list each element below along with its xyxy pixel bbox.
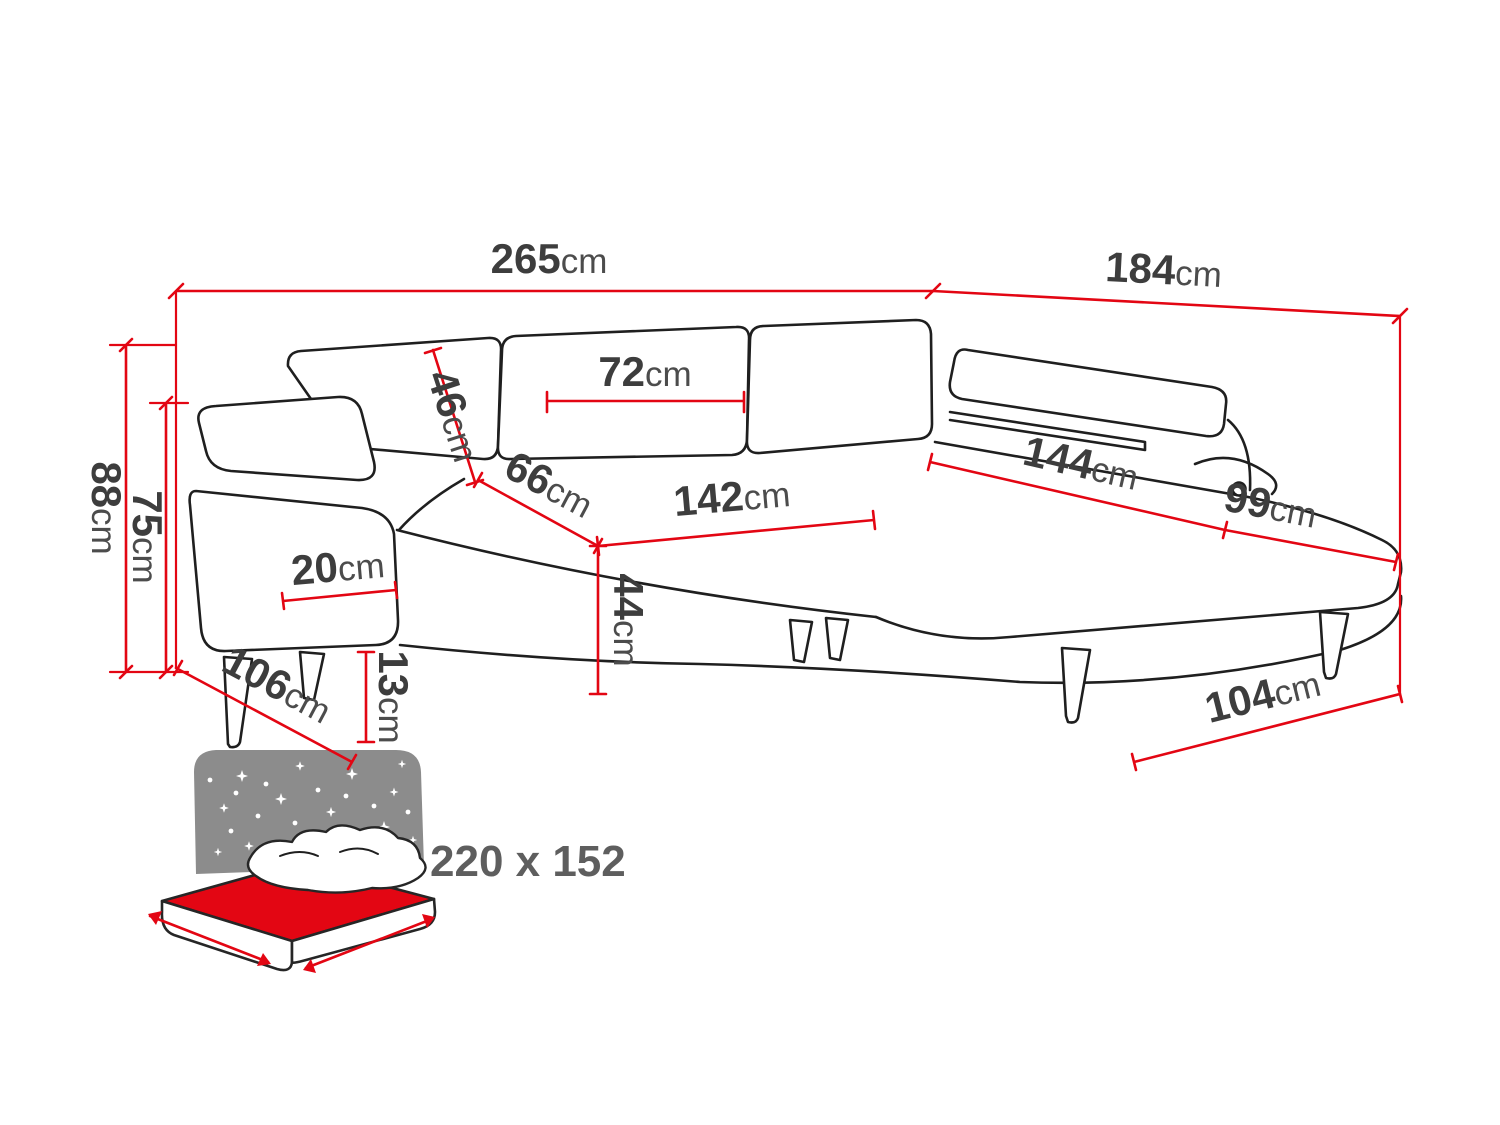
dim-label: 75cm (124, 490, 171, 583)
dim-label: 72cm (598, 348, 691, 395)
width-arrow (148, 911, 271, 966)
mattress-side-right (290, 897, 437, 964)
star-dot-icon (255, 813, 261, 819)
dim-line (158, 395, 174, 680)
star-dot-icon (233, 790, 239, 796)
dim-total-height: 88cm (83, 337, 134, 680)
star-dot-icon (292, 820, 298, 826)
right-headrest-bar (948, 348, 1228, 438)
chaise-back-corner (1226, 418, 1252, 492)
arrowhead-icon (148, 911, 162, 925)
dim-line (931, 289, 1409, 325)
leg-middle-left (788, 618, 814, 664)
dim-back-cushion-width: 72cm (545, 348, 746, 414)
dim-line (356, 650, 376, 744)
dim-line (172, 659, 358, 771)
arrow-line (304, 917, 434, 970)
dim-seat-height: 44cm (588, 544, 652, 696)
armrest-pad (197, 395, 376, 482)
star-dot-icon (263, 781, 269, 787)
dim-label: 44cm (605, 573, 652, 666)
dim-chaise-outer-width: 104cm (1130, 658, 1404, 772)
dim-line (1130, 684, 1404, 772)
dim-label: 265cm (491, 235, 608, 282)
dim-chaise-width: 99cm (1220, 473, 1400, 572)
star-dot-icon (315, 787, 321, 793)
bounding-box (108, 289, 1402, 696)
dim-line (118, 337, 134, 680)
duvet-fold-lines (279, 847, 379, 857)
leg-armrest-rear (298, 650, 326, 702)
right-armrest-cap (1193, 456, 1278, 496)
back-cushion-middle (496, 325, 751, 461)
dim-line (280, 580, 399, 611)
dim-leg-height: 13cm (356, 650, 417, 744)
dim-side-depth: 106cm (172, 636, 358, 771)
leg-middle-right (824, 616, 850, 662)
dim-label: 184cm (1104, 243, 1223, 296)
leg-chaise-right (1318, 610, 1350, 680)
dim-line (1223, 528, 1400, 572)
dim-label: 13cm (370, 650, 417, 743)
leg-chaise-left (1060, 646, 1092, 724)
arrow-line (148, 914, 270, 964)
seat-inner-edge (397, 477, 466, 532)
length-arrow (303, 914, 435, 973)
star-dot-icon (371, 803, 377, 809)
dim-seat-width: 142cm (595, 468, 877, 557)
armrest-body (188, 489, 400, 653)
headrest-rail (948, 410, 1147, 452)
seat-front-edge (395, 528, 878, 619)
dim-armrest-width: 20cm (280, 539, 399, 611)
arrowhead-icon (257, 953, 271, 966)
headrest-pin (1231, 481, 1247, 497)
dim-label: 142cm (672, 468, 792, 525)
star-dot-icon (228, 828, 234, 834)
dim-label: 104cm (1200, 658, 1325, 732)
star-dot-icon (207, 777, 213, 783)
dim-label: 20cm (289, 539, 386, 594)
dim-backrest-height: 75cm (124, 395, 174, 680)
star-dot-icon (405, 809, 411, 815)
dim-total-depth: 184cm (931, 243, 1409, 325)
star-dot-icon (343, 793, 349, 799)
dim-label: 99cm (1220, 473, 1321, 537)
sleeping-area-icon: 220 x 152 (148, 750, 626, 973)
dim-total-width: 265cm (167, 235, 942, 300)
back-cushion-right (745, 318, 934, 455)
duvet (246, 824, 427, 894)
dim-line (545, 390, 746, 414)
dim-line (167, 282, 942, 300)
arrowhead-icon (303, 959, 316, 973)
arrowhead-icon (422, 914, 435, 928)
sleeping-area-label: 220 x 152 (430, 837, 626, 886)
dim-line (588, 544, 608, 696)
dim-label: 88cm (83, 461, 130, 554)
sofa-drawing (188, 318, 1403, 749)
